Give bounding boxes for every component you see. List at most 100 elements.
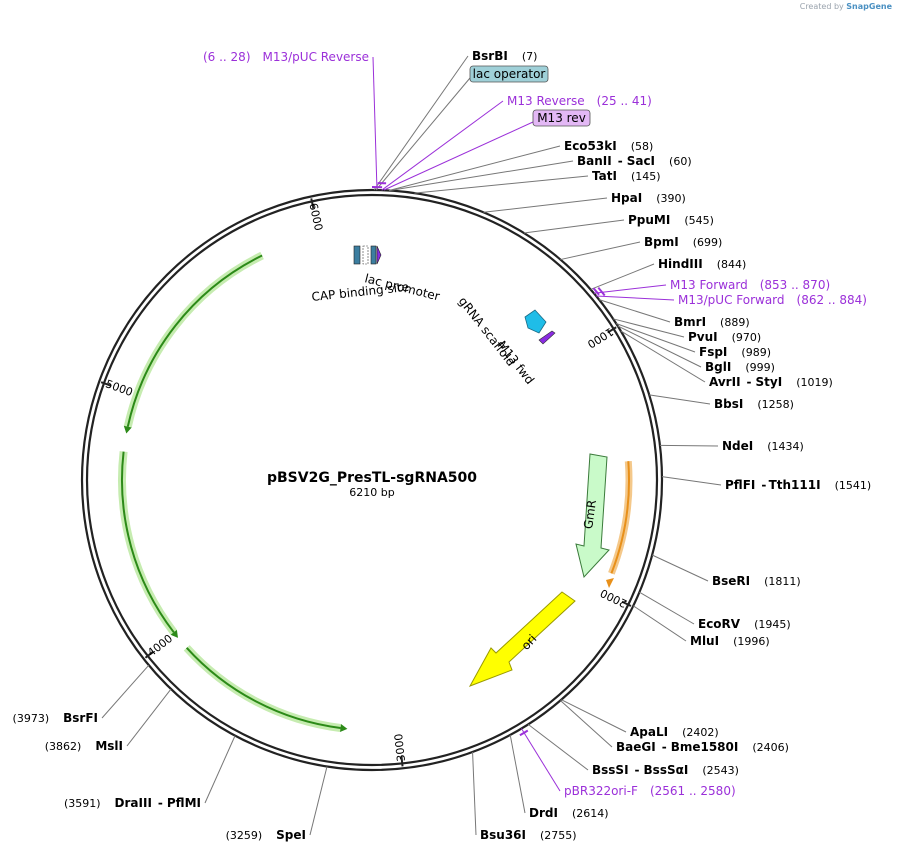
enzyme-position: (145) [631,170,661,183]
enzyme-leader [633,605,687,642]
enzyme-leader [598,299,671,323]
enzyme-leader [639,591,695,625]
enzyme-position: (390) [656,192,686,205]
backbone-inner [85,193,659,767]
tick-label-3000: 3000 [392,733,408,762]
orange-orf-feature[interactable] [606,460,633,588]
green-orf-feature[interactable] [118,251,348,733]
tick-label-1000: 1000 [585,325,616,351]
enzyme-position: (1945) [754,618,791,631]
primer-site-m13-reverse[interactable]: M13 Reverse(25 .. 41) [507,94,652,108]
green-orf-halo [183,645,342,732]
green-orf-line [126,254,263,427]
svg-text:(3591)DraIII-PflMI: (3591)DraIII-PflMI [64,796,201,810]
enzyme-separator: - [761,478,766,492]
enzyme-leader [659,444,719,447]
svg-text:HindIII(844): HindIII(844) [658,257,746,271]
enzyme-site-bgli[interactable]: BglI(999) [705,360,775,374]
m13-fwd-label: M13 fwd [495,338,537,387]
enzyme-site-spei[interactable]: (3259)SpeI [226,828,306,842]
enzyme-name: Bsu36I [480,828,526,842]
primer-site-pbr322ori-f[interactable]: pBR322ori-F(2561 .. 2580) [564,784,736,798]
enzyme-site-drdi[interactable]: DrdI(2614) [529,806,609,820]
lac-promoter-shape [362,245,369,265]
svg-text:PvuI(970): PvuI(970) [688,330,761,344]
enzyme-site-bbsi[interactable]: BbsI(1258) [714,397,794,411]
lac-operator-shape [370,245,377,265]
enzyme-site-eco53ki[interactable]: Eco53kI(58) [564,139,653,153]
svg-text:(6 .. 28)M13/pUC Reverse: (6 .. 28)M13/pUC Reverse [203,50,369,64]
ori-feature[interactable]: ori [468,591,576,687]
ori-arrow [468,591,576,687]
enzyme-site-bsssi[interactable]: BssSI-BssSαI(2543) [592,763,739,777]
leader-lines [101,55,722,836]
primer-range: (853 .. 870) [760,278,830,292]
gmr-label: GmR [581,499,599,530]
enzyme-leader [101,664,150,719]
primer-site-m13-forward[interactable]: M13 Forward (853 .. 870) [670,278,830,292]
enzyme-site-msli[interactable]: (3862)MslI [45,739,123,753]
enzyme-site-draiii[interactable]: (3591)DraIII-PflMI [64,796,201,810]
svg-text:(3973)BsrFI: (3973)BsrFI [13,711,98,725]
enzyme-separator: - [618,154,623,168]
m13-rev-label-box [532,109,591,127]
enzyme-site-avrii[interactable]: AvrII-StyI(1019) [709,375,833,389]
svg-text:PflFI-Tth111I(1541): PflFI-Tth111I(1541) [725,478,871,492]
enzyme-site-ecorv[interactable]: EcoRV (1945) [698,617,791,631]
enzyme-position: (699) [693,236,723,249]
enzyme-site-bmri[interactable]: BmrI(889) [674,315,750,329]
enzyme-name: EcoRV [698,617,741,631]
enzyme-name-2: Tth111I [769,478,821,492]
primer-name: M13 Forward [670,278,748,292]
primer-leader [520,728,561,792]
enzyme-site-bseri[interactable]: BseRI(1811) [712,574,801,588]
site-labels: BsrBI(7) Eco53kI(58)BanII-SacI(60)TatI(14… [13,49,872,842]
lac-operator-label[interactable]: lac operator [469,65,549,83]
enzyme-site-pvui[interactable]: PvuI(970) [688,330,761,344]
svg-text:M13/pUC Forward(862 .. 884): M13/pUC Forward(862 .. 884) [678,293,867,307]
enzyme-site-fspi[interactable]: FspI(989) [699,345,771,359]
enzyme-site-bsu36i[interactable]: Bsu36I(2755) [480,828,577,842]
enzyme-site-hpai[interactable]: HpaI(390) [611,191,686,205]
orange-orf-line [610,461,630,574]
green-orf-arrowhead [340,724,348,732]
m13-rev-label[interactable]: M13 rev [532,109,591,127]
enzyme-leader [617,325,702,368]
enzyme-site-mlui[interactable]: MluI(1996) [690,634,770,648]
svg-text:AvrII-StyI(1019): AvrII-StyI(1019) [709,375,833,389]
grna-scaffold-shape [524,309,547,334]
enzyme-name: SpeI [276,828,306,842]
enzyme-site-apali[interactable]: ApaLI(2402) [630,725,719,739]
enzyme-site-pflfi[interactable]: PflFI-Tth111I(1541) [725,478,871,492]
enzyme-site-bpmi[interactable]: BpmI(699) [644,235,722,249]
enzyme-site-bsrbi[interactable]: BsrBI(7) [472,49,537,63]
primer-site-m13-puc-reverse[interactable]: (6 .. 28)M13/pUC Reverse [203,50,369,64]
enzyme-leader [651,554,709,582]
svg-text:NdeI(1434): NdeI(1434) [722,439,804,453]
primer-site-m13-puc-forward[interactable]: M13/pUC Forward(862 .. 884) [678,293,867,307]
enzyme-site-banii[interactable]: BanII-SacI(60) [577,154,692,168]
enzyme-position: (3862) [45,740,82,753]
enzyme-name-2: PflMI [167,796,201,810]
primer-name: pBR322ori-F [564,784,638,798]
svg-text:BpmI(699): BpmI(699) [644,235,722,249]
enzyme-leader [204,735,236,804]
enzyme-position: (7) [522,50,538,63]
enzyme-site-ndei[interactable]: NdeI(1434) [722,439,804,453]
enzyme-site-ppumi[interactable]: PpuMI(545) [628,213,714,227]
m13-rev-leader [383,121,534,191]
primer-range: (862 .. 884) [797,293,867,307]
enzyme-position: (58) [631,140,654,153]
enzyme-site-tati[interactable]: TatI(145) [592,169,661,183]
primer-mark [519,729,529,737]
enzyme-site-bsrfi[interactable]: (3973)BsrFI [13,711,98,725]
enzyme-site-hindiii[interactable]: HindIII(844) [658,257,746,271]
enzyme-site-baegi[interactable]: BaeGI-Bme1580I(2406) [616,740,789,754]
svg-text:M13 Forward(853 .. 870): M13 Forward (853 .. 870) [670,278,830,292]
gmr-feature[interactable]: GmR [575,453,610,579]
plasmid-size: 6210 bp [349,486,394,499]
enzyme-name: PpuMI [628,213,670,227]
